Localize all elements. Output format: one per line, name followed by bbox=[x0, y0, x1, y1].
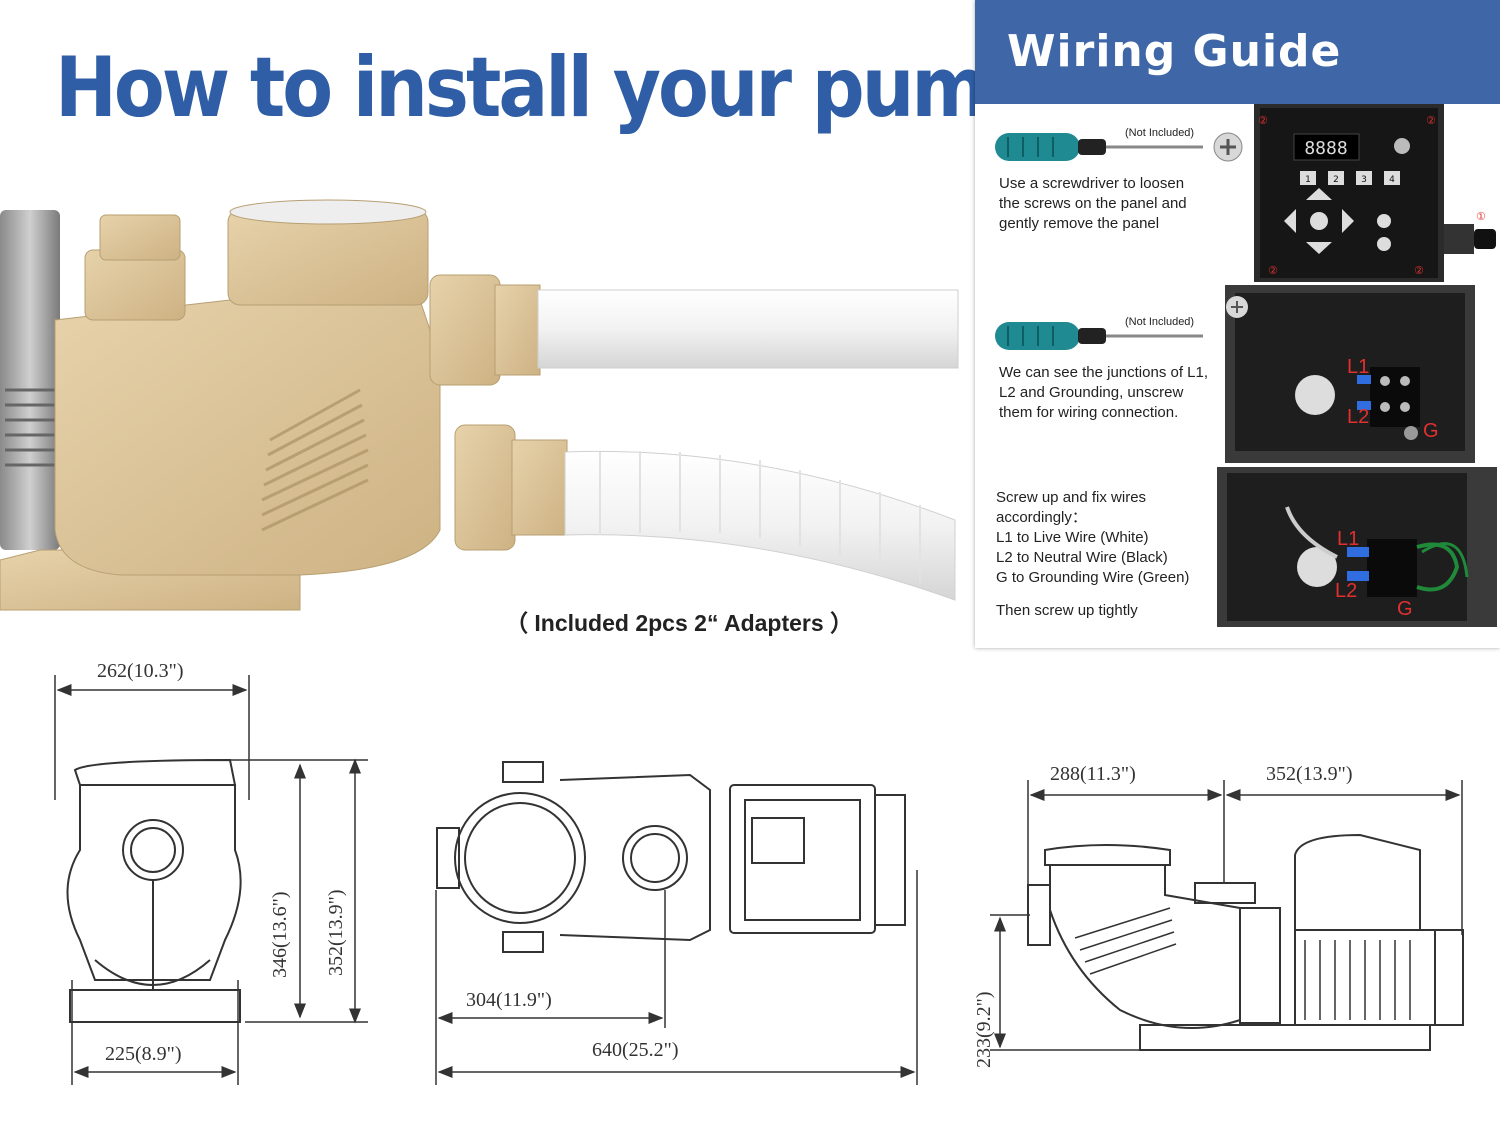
svg-text:4: 4 bbox=[1389, 175, 1395, 185]
side-height: 233(9.2") bbox=[973, 992, 995, 1068]
wiring-guide-header: Wiring Guide bbox=[975, 0, 1500, 104]
l1-label: L1 bbox=[1347, 356, 1369, 378]
top-view bbox=[435, 761, 918, 1085]
marker-2: ② bbox=[1426, 114, 1436, 127]
display-readout: 8888 bbox=[1304, 138, 1347, 159]
front-base-width: 225(8.9") bbox=[105, 1043, 181, 1065]
g-label: G bbox=[1397, 598, 1413, 620]
adapters-caption: （ Included 2pcs 2“ Adapters ） bbox=[505, 610, 854, 636]
top-overall-length: 640(25.2") bbox=[592, 1039, 678, 1061]
marker-2: ② bbox=[1268, 264, 1278, 277]
side-right-width: 352(13.9") bbox=[1266, 763, 1352, 785]
not-included-label: (Not Included) bbox=[1125, 316, 1195, 328]
step-3-line: G to Grounding Wire (Green) bbox=[996, 569, 1190, 586]
l2-label: L2 bbox=[1335, 580, 1357, 602]
svg-text:2: 2 bbox=[1333, 175, 1339, 185]
l2-label: L2 bbox=[1347, 406, 1369, 428]
front-height-b: 352(13.9") bbox=[325, 890, 347, 976]
dimension-drawings: 262(10.3") 225(8.9") 346(13.6") 352(13.9… bbox=[54, 660, 1464, 1085]
page-title: How to install your pump bbox=[55, 40, 1039, 137]
marker-2: ② bbox=[1414, 264, 1424, 277]
junction-box-image: L1 L2 G bbox=[1225, 285, 1475, 463]
svg-text:3: 3 bbox=[1361, 175, 1367, 185]
step-3-text: Screw up and fix wires accordingly： L1 t… bbox=[996, 488, 1216, 588]
wiring-guide-title: Wiring Guide bbox=[1007, 26, 1342, 77]
g-label: G bbox=[1423, 420, 1439, 442]
phillips-screw-icon bbox=[1213, 132, 1243, 162]
side-view bbox=[990, 780, 1464, 1051]
front-top-width: 262(10.3") bbox=[97, 660, 183, 682]
l1-label: L1 bbox=[1337, 528, 1359, 550]
wired-box-image: L1 L2 G bbox=[1217, 467, 1497, 627]
step-3-line: L2 to Neutral Wire (Black) bbox=[996, 549, 1168, 566]
not-included-label: (Not Included) bbox=[1125, 127, 1195, 139]
marker-1: ① bbox=[1476, 210, 1486, 223]
screwdriver-icon bbox=[995, 322, 1203, 350]
control-panel-image: 8888 1 2 3 4 ② ② ② ② ① bbox=[1254, 104, 1496, 282]
svg-text:1: 1 bbox=[1305, 175, 1311, 185]
marker-2: ② bbox=[1258, 114, 1268, 127]
step-3-line: Screw up and fix wires accordingly： bbox=[996, 489, 1147, 526]
side-left-width: 288(11.3") bbox=[1050, 763, 1136, 785]
step-3-final: Then screw up tightly bbox=[996, 602, 1138, 619]
step-3-line: L1 to Live Wire (White) bbox=[996, 529, 1149, 546]
top-partial-length: 304(11.9") bbox=[466, 989, 552, 1011]
step-2-text: We can see the junctions of L1, L2 and G… bbox=[999, 364, 1209, 421]
front-height-a: 346(13.6") bbox=[269, 892, 291, 978]
pump-photo bbox=[0, 199, 959, 611]
front-view bbox=[54, 675, 368, 1085]
screwdriver-icon bbox=[995, 133, 1203, 161]
step-1-text: Use a screwdriver to loosen the screws o… bbox=[999, 175, 1187, 232]
wiring-guide-panel: Wiring Guide (Not Included) Use a screwd… bbox=[975, 0, 1500, 648]
